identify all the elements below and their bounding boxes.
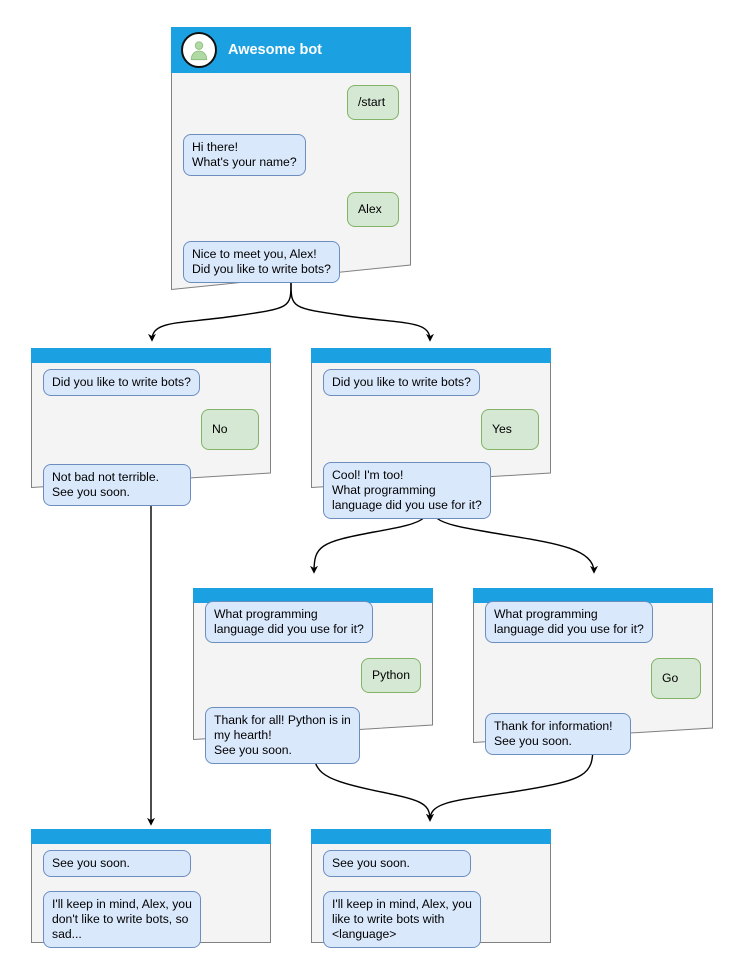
message-bubble-bot[interactable]: What programming language did you use fo… — [485, 601, 653, 643]
message-bubble-bot[interactable]: Thank for all! Python is in my hearth! S… — [205, 707, 360, 764]
message-row: See you soon. — [323, 850, 539, 877]
node-go-branch[interactable]: What programming language did you use fo… — [473, 588, 713, 755]
bot-name-label: Awesome bot — [228, 42, 323, 58]
node-python-branch-titlebar — [193, 588, 433, 603]
message-bubble-bot[interactable]: What programming language did you use fo… — [205, 601, 373, 643]
node-root-messages: /start Hi there! What's your name? Alex … — [171, 85, 411, 283]
message-bubble-user[interactable]: Go — [651, 658, 701, 699]
node-root[interactable]: Awesome bot /start Hi there! What's your… — [171, 27, 411, 290]
message-bubble-user[interactable]: Yes — [481, 409, 539, 450]
message-row: Alex — [183, 192, 399, 227]
message-bubble-bot[interactable]: I'll keep in mind, Alex, you like to wri… — [323, 891, 481, 948]
message-row: Thank for all! Python is in my hearth! S… — [205, 707, 421, 764]
message-bubble-bot[interactable]: Cool! I'm too! What programming language… — [323, 462, 491, 519]
message-row: I'll keep in mind, Alex, you like to wri… — [323, 891, 539, 948]
message-bubble-bot[interactable]: I'll keep in mind, Alex, you don't like … — [43, 891, 201, 948]
node-python-branch[interactable]: What programming language did you use fo… — [193, 588, 433, 764]
message-bubble-user[interactable]: Alex — [347, 192, 399, 227]
message-bubble-user[interactable]: No — [201, 409, 259, 450]
message-row: Thank for information! See you soon. — [485, 713, 701, 755]
message-bubble-bot[interactable]: See you soon. — [323, 850, 471, 877]
message-bubble-user[interactable]: /start — [347, 85, 399, 120]
message-bubble-user[interactable]: Python — [361, 658, 421, 693]
message-row: Cool! I'm too! What programming language… — [323, 462, 539, 519]
message-row: Go — [485, 658, 701, 699]
person-avatar-icon — [181, 32, 217, 68]
message-bubble-bot[interactable]: Did you like to write bots? — [43, 369, 200, 396]
message-row: What programming language did you use fo… — [205, 601, 421, 643]
node-end-sad-titlebar — [31, 829, 271, 844]
message-row: Nice to meet you, Alex! Did you like to … — [183, 241, 399, 283]
node-root-titlebar: Awesome bot — [171, 27, 411, 73]
node-go-branch-messages: What programming language did you use fo… — [473, 601, 713, 755]
message-row: Python — [205, 658, 421, 693]
node-no-branch[interactable]: Did you like to write bots? No Not bad n… — [31, 348, 271, 506]
message-row: No — [43, 409, 259, 450]
message-bubble-bot[interactable]: Nice to meet you, Alex! Did you like to … — [183, 241, 340, 283]
node-python-branch-messages: What programming language did you use fo… — [193, 601, 433, 764]
message-row: /start — [183, 85, 399, 120]
message-row: Did you like to write bots? — [43, 369, 259, 396]
message-bubble-bot[interactable]: Did you like to write bots? — [323, 369, 480, 396]
message-bubble-bot[interactable]: Not bad not terrible. See you soon. — [43, 464, 191, 506]
node-end-happy-messages: See you soon. I'll keep in mind, Alex, y… — [311, 850, 551, 948]
node-yes-branch[interactable]: Did you like to write bots? Yes Cool! I'… — [311, 348, 551, 519]
message-bubble-bot[interactable]: See you soon. — [43, 850, 191, 877]
node-yes-branch-messages: Did you like to write bots? Yes Cool! I'… — [311, 369, 551, 519]
node-end-happy-titlebar — [311, 829, 551, 844]
message-bubble-bot[interactable]: Hi there! What's your name? — [183, 134, 306, 176]
message-row: Hi there! What's your name? — [183, 134, 399, 176]
message-row: I'll keep in mind, Alex, you don't like … — [43, 891, 259, 948]
message-row: Not bad not terrible. See you soon. — [43, 464, 259, 506]
node-yes-branch-titlebar — [311, 348, 551, 363]
node-end-sad[interactable]: See you soon. I'll keep in mind, Alex, y… — [31, 829, 271, 948]
node-no-branch-titlebar — [31, 348, 271, 363]
message-row: Yes — [323, 409, 539, 450]
edge-go-to-end — [426, 744, 594, 822]
node-go-branch-titlebar — [473, 588, 713, 603]
message-row: What programming language did you use fo… — [485, 601, 701, 643]
edge-root-to-yes — [290, 281, 434, 342]
node-no-branch-messages: Did you like to write bots? No Not bad n… — [31, 369, 271, 506]
node-end-happy[interactable]: See you soon. I'll keep in mind, Alex, y… — [311, 829, 551, 948]
message-row: Did you like to write bots? — [323, 369, 539, 396]
message-bubble-bot[interactable]: Thank for information! See you soon. — [485, 713, 631, 755]
node-end-sad-messages: See you soon. I'll keep in mind, Alex, y… — [31, 850, 271, 948]
edge-root-to-no — [148, 281, 292, 342]
message-row: See you soon. — [43, 850, 259, 877]
